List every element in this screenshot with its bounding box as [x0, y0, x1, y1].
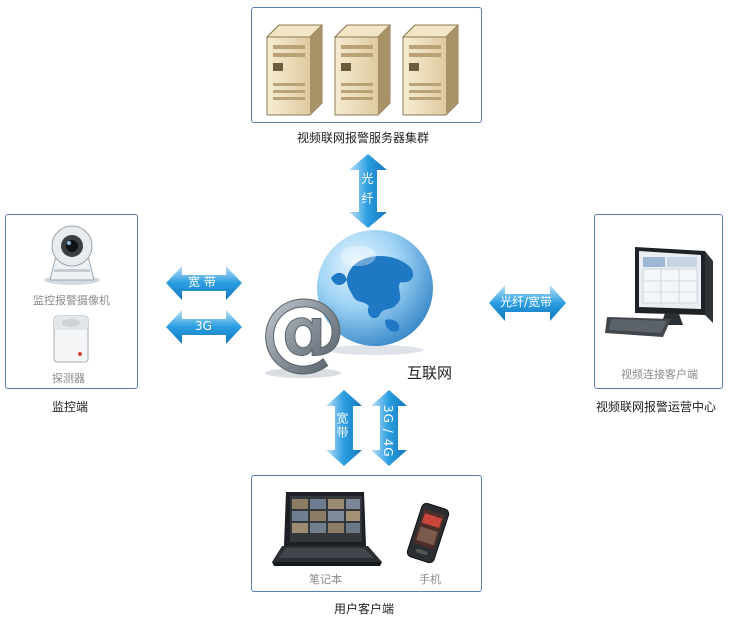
fiber-broadband-arrow-right: [489, 285, 566, 321]
client-label: 视频连接客户端: [621, 368, 698, 381]
broadband-arrow-bottom: [326, 390, 362, 466]
computer-icon: [605, 247, 713, 337]
detector-label: 探测器: [52, 372, 85, 385]
camera-label: 监控报警摄像机: [33, 294, 110, 307]
user-client-caption: 用户客户端: [334, 602, 395, 616]
3g-arrow-left: [166, 310, 242, 344]
broadband-label-left: 宽 带: [188, 275, 216, 289]
fiber-label-top: 光 纤: [360, 172, 374, 206]
3g4g-label-bottom: 3G / 4G: [381, 405, 395, 458]
phone-label: 手机: [419, 573, 441, 586]
camera-icon: [44, 225, 100, 285]
fiber-arrow-top: [349, 154, 387, 228]
phone-icon: [406, 502, 450, 564]
laptop-icon: [272, 492, 382, 566]
broadband-arrow-left: [166, 266, 242, 300]
internet-label: 互联网: [407, 364, 453, 382]
laptop-label: 笔记本: [309, 573, 342, 586]
3g-label-left: 3G: [195, 319, 212, 333]
operations-center-caption: 视频联网报警运营中心: [596, 400, 717, 414]
3g4g-arrow-bottom: [371, 390, 407, 466]
server-icon: [265, 24, 460, 116]
fiber-broadband-label: 光纤/宽带: [500, 295, 553, 309]
broadband-label-bottom: 宽带: [335, 412, 349, 440]
server-cluster-caption: 视频联网报警服务器集群: [297, 131, 430, 145]
at-symbol-icon: @: [260, 280, 347, 381]
globe-icon: [317, 230, 433, 355]
monitor-caption: 监控端: [52, 400, 89, 414]
detector-icon: [53, 315, 89, 363]
at-symbol-text: @: [260, 280, 346, 380]
